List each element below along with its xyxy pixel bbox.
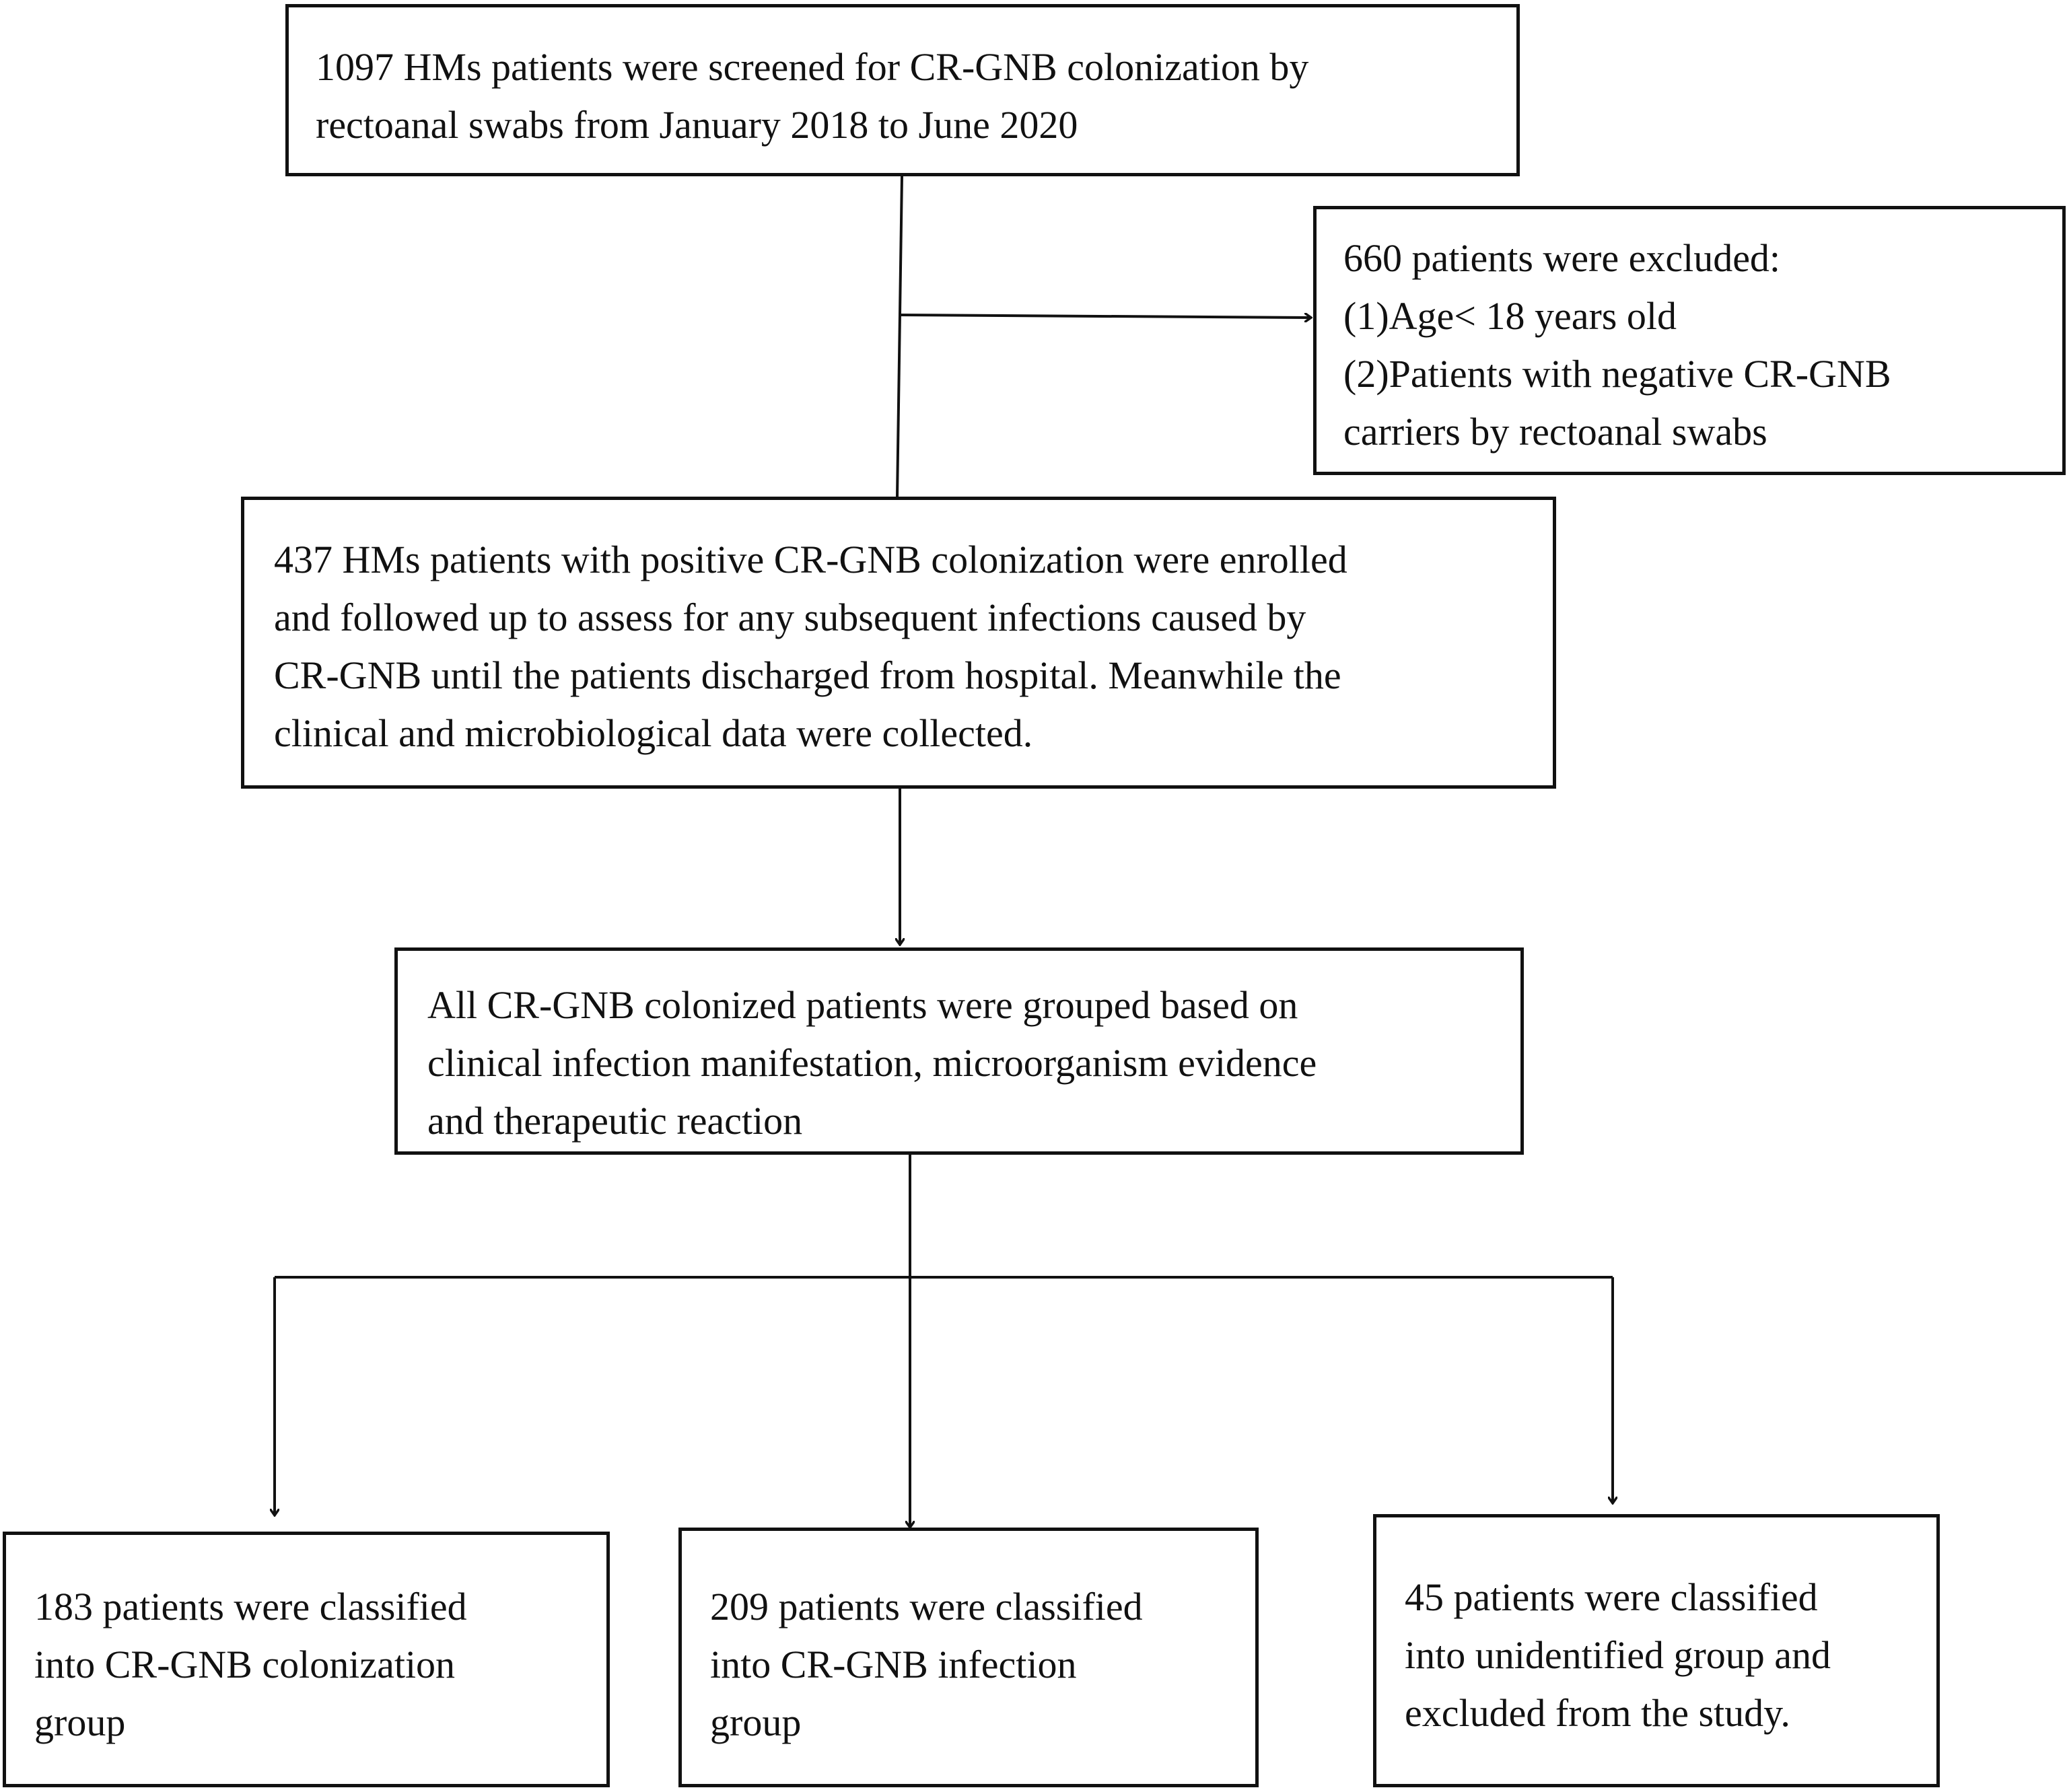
grouped-box: All CR-GNB colonized patients were group… (394, 947, 1524, 1155)
enrolled-text-line-3: CR-GNB until the patients discharged fro… (274, 653, 1341, 697)
enrolled-text-line-2: and followed up to assess for any subseq… (274, 596, 1306, 639)
infection-group-box: 209 patients were classified into CR-GNB… (678, 1528, 1259, 1787)
excluded-box: 660 patients were excluded: (1)Age< 18 y… (1313, 206, 2066, 475)
colonization-group-box: 183 patients were classified into CR-GNB… (3, 1532, 610, 1787)
grouped-text-line-3: and therapeutic reaction (427, 1099, 803, 1143)
enrolled-text-line-1: 437 HMs patients with positive CR-GNB co… (274, 538, 1347, 581)
excluded-text-line-3: (2)Patients with negative CR-GNB (1343, 352, 1891, 396)
enrolled-text-line-4: clinical and microbiological data were c… (274, 711, 1033, 755)
screening-box: 1097 HMs patients were screened for CR-G… (285, 4, 1520, 176)
grouped-text-line-1: All CR-GNB colonized patients were group… (427, 983, 1298, 1027)
colonization-group-text-line-3: group (34, 1700, 126, 1744)
infection-group-text-line-3: group (710, 1700, 802, 1744)
excluded-text-line-2: (1)Age< 18 years old (1343, 294, 1677, 338)
unidentified-group-box: 45 patients were classified into unident… (1373, 1514, 1940, 1787)
colonization-group-text-line-1: 183 patients were classified (34, 1585, 467, 1628)
connector-screening-to-enrolled (896, 176, 903, 497)
excluded-text-line-4: carriers by rectoanal swabs (1343, 410, 1767, 454)
unidentified-group-text-line-1: 45 patients were classified (1405, 1575, 1818, 1619)
infection-group-text-line-2: into CR-GNB infection (710, 1643, 1077, 1686)
grouped-text-line-2: clinical infection manifestation, microo… (427, 1041, 1317, 1085)
excluded-text-line-1: 660 patients were excluded: (1343, 236, 1781, 280)
screening-text-line-2: rectoanal swabs from January 2018 to Jun… (316, 103, 1078, 147)
unidentified-group-text-line-2: into unidentified group and (1405, 1633, 1831, 1677)
arrow-to-excluded (899, 315, 1311, 318)
enrolled-box: 437 HMs patients with positive CR-GNB co… (241, 497, 1556, 789)
screening-text-line-1: 1097 HMs patients were screened for CR-G… (316, 45, 1309, 89)
colonization-group-text-line-2: into CR-GNB colonization (34, 1643, 456, 1686)
unidentified-group-text-line-3: excluded from the study. (1405, 1691, 1790, 1735)
infection-group-text-line-1: 209 patients were classified (710, 1585, 1143, 1628)
